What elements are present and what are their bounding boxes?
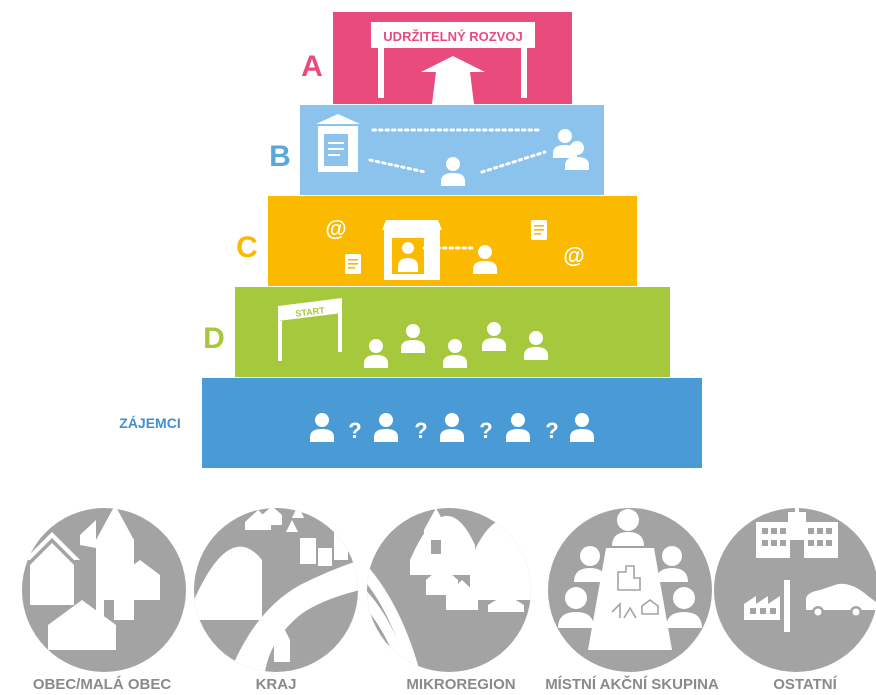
level-b: B bbox=[269, 105, 604, 195]
email-at-icon: @ bbox=[563, 243, 584, 268]
category-region bbox=[194, 508, 358, 672]
question-mark-icon: ? bbox=[479, 418, 492, 443]
level-b-letter: B bbox=[269, 140, 291, 173]
information-booth-icon bbox=[382, 220, 442, 280]
question-mark-icon: ? bbox=[348, 418, 361, 443]
level-interested: ZÁJEMCI ? ? ? ? bbox=[119, 378, 702, 468]
question-mark-icon: ? bbox=[414, 418, 427, 443]
level-a-letter: A bbox=[301, 50, 323, 83]
start-gate-icon bbox=[278, 298, 342, 361]
category-local-action-group bbox=[548, 508, 712, 672]
sign-label: UDRŽITELNÝ ROZVOJ bbox=[383, 29, 522, 44]
level-c: C @ @ bbox=[236, 196, 637, 286]
document-icon bbox=[345, 254, 361, 274]
level-a: A UDRŽITELNÝ ROZVOJ bbox=[301, 12, 572, 104]
document-icon bbox=[531, 220, 547, 240]
level-c-letter: C bbox=[236, 231, 258, 264]
category-label: MÍSTNÍ AKČNÍ SKUPINA bbox=[545, 675, 719, 693]
interested-label: ZÁJEMCI bbox=[119, 415, 180, 431]
category-label: OBEC/MALÁ OBEC bbox=[33, 676, 172, 693]
category-label: KRAJ bbox=[256, 676, 297, 693]
level-d-letter: D bbox=[203, 322, 225, 355]
email-at-icon: @ bbox=[325, 216, 346, 241]
category-microregion bbox=[367, 508, 531, 672]
dotted-connector bbox=[480, 150, 547, 174]
dotted-connector bbox=[368, 158, 427, 174]
category-others bbox=[714, 508, 876, 672]
question-mark-icon: ? bbox=[545, 418, 558, 443]
office-document-icon bbox=[316, 114, 360, 172]
level-c-block bbox=[268, 196, 637, 286]
start-label: START bbox=[295, 305, 326, 319]
level-d: D START bbox=[203, 287, 670, 377]
category-label: OSTATNÍ bbox=[773, 676, 837, 693]
category-label: MIKROREGION bbox=[406, 676, 515, 693]
sustainable-development-sign-icon bbox=[371, 22, 535, 104]
category-village bbox=[22, 508, 186, 672]
